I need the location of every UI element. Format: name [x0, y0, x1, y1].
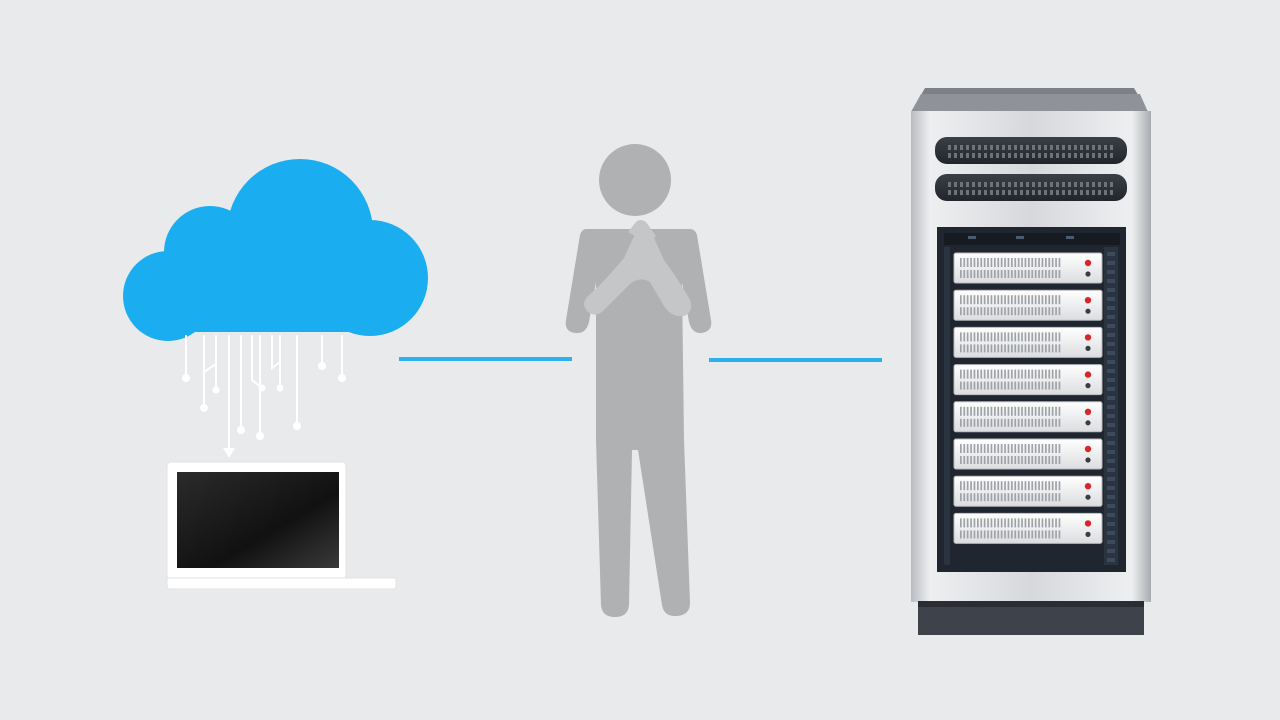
laptop-icon	[166, 461, 397, 590]
cloud-data-nodes	[182, 362, 346, 458]
status-led	[1084, 408, 1092, 415]
server-unit	[953, 512, 1103, 544]
rack-top-vents	[935, 137, 1127, 201]
status-led	[1084, 259, 1092, 267]
status-led	[1084, 520, 1092, 527]
server-unit	[953, 364, 1103, 396]
connector-lines	[399, 357, 882, 362]
person-icon	[565, 144, 712, 617]
status-led	[1084, 334, 1092, 341]
server-unit	[953, 401, 1103, 433]
server-unit	[953, 438, 1103, 470]
status-led	[1084, 445, 1092, 453]
cloud-icon	[123, 159, 428, 341]
server-unit	[953, 252, 1103, 284]
cloud-data-streams	[185, 335, 343, 455]
server-rack-icon	[911, 88, 1151, 635]
server-unit	[953, 326, 1103, 358]
status-led	[1084, 297, 1092, 304]
server-unit	[953, 475, 1103, 507]
status-led	[1084, 371, 1092, 378]
server-unit	[953, 289, 1103, 321]
server-units	[953, 252, 1103, 544]
status-led	[1084, 483, 1092, 490]
